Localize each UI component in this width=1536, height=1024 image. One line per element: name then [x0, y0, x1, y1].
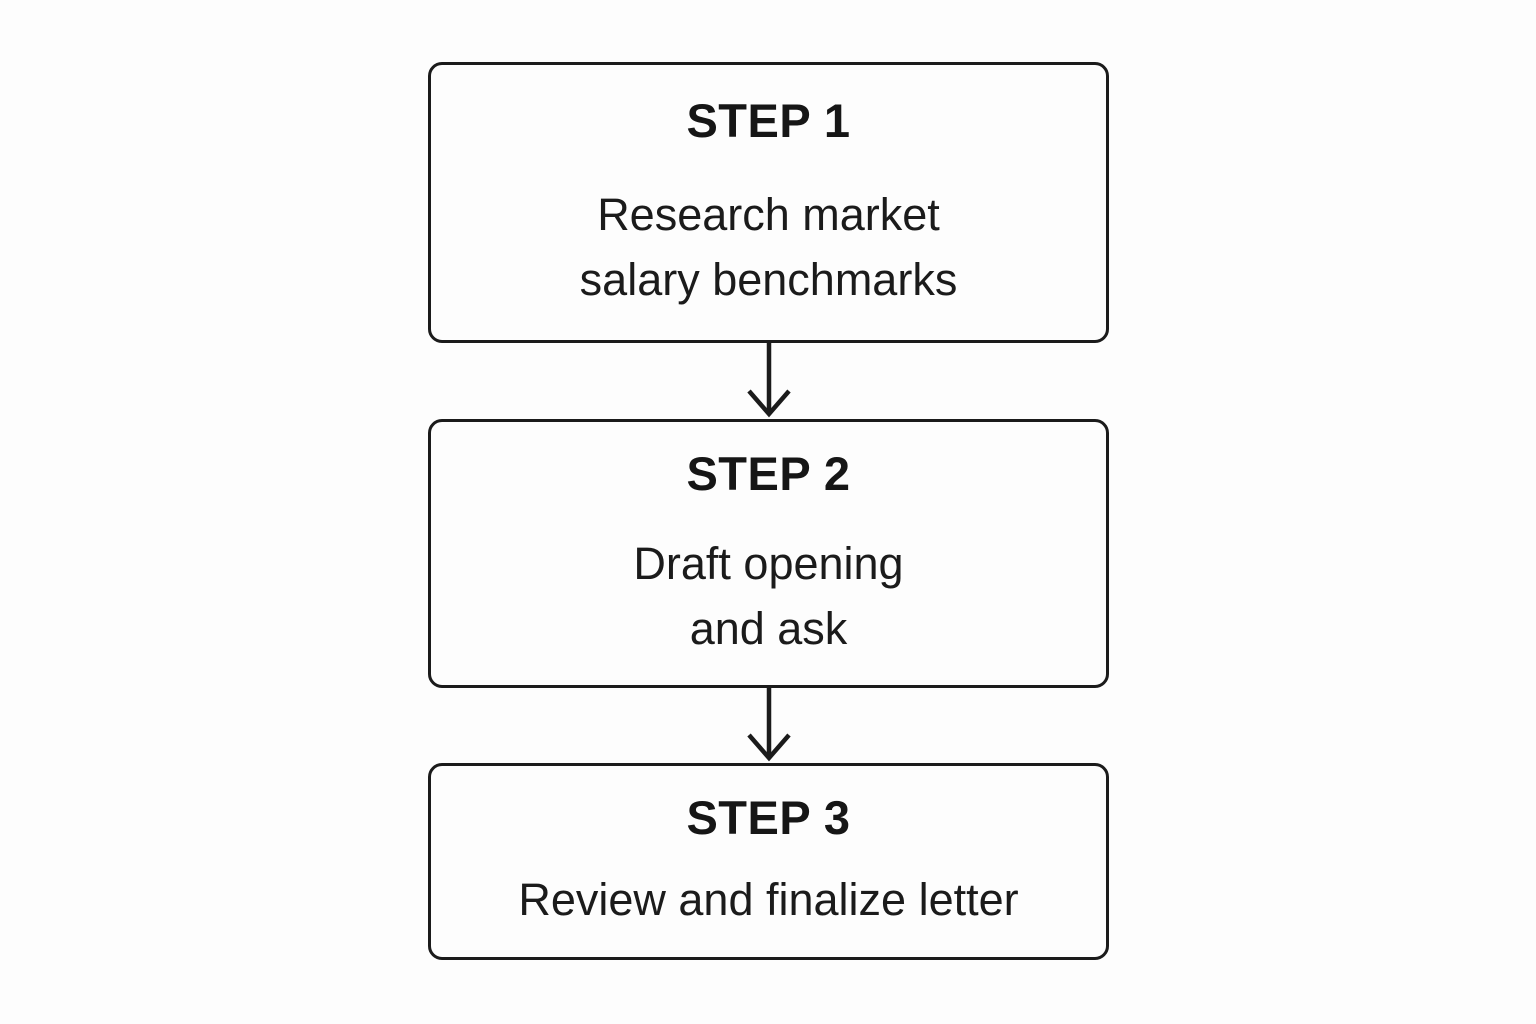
step-2-box: STEP 2 Draft opening and ask	[428, 419, 1109, 688]
arrow-down-icon	[746, 343, 791, 418]
step-1-box: STEP 1 Research market salary benchmarks	[428, 62, 1109, 343]
step-2-desc-line-1: Draft opening	[633, 537, 904, 589]
step-1-description: Research market salary benchmarks	[580, 182, 958, 313]
step-3-box: STEP 3 Review and finalize letter	[428, 763, 1109, 960]
arrow-down-icon	[746, 688, 791, 762]
flowchart: STEP 1 Research market salary benchmarks…	[428, 62, 1109, 960]
step-2-description: Draft opening and ask	[633, 531, 903, 662]
step-1-desc-line-2: salary benchmarks	[579, 254, 958, 305]
step-3-title: STEP 3	[686, 791, 851, 845]
step-1-desc-line-1: Research market	[597, 188, 940, 240]
step-3-description: Review and finalize letter	[518, 867, 1018, 932]
step-2-desc-line-2: and ask	[689, 603, 848, 654]
step-3-desc-line-1: Review and finalize letter	[518, 874, 1019, 926]
step-1-title: STEP 1	[686, 93, 851, 147]
step-2-title: STEP 2	[686, 446, 851, 500]
